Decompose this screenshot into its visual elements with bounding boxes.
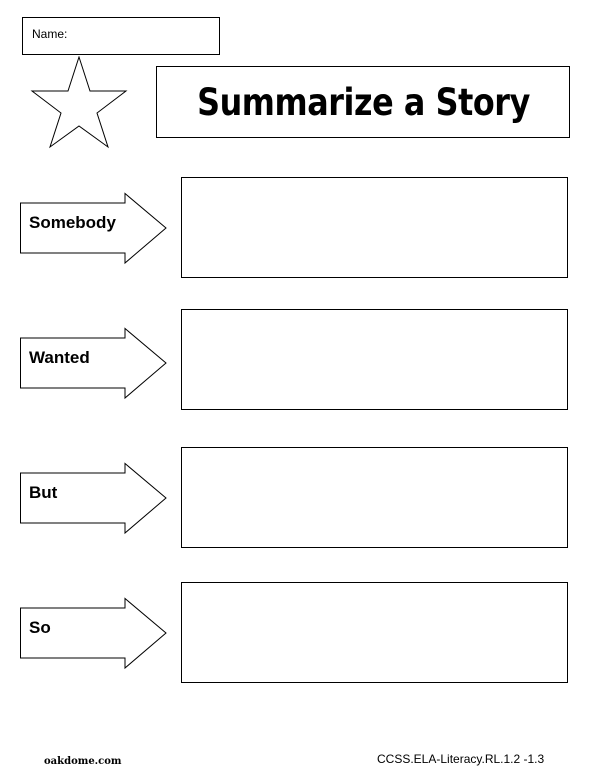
arrow-but: But: [20, 462, 167, 535]
answer-box-so[interactable]: [181, 582, 568, 683]
title-box: Summarize a Story: [156, 66, 570, 138]
star-icon: [30, 56, 128, 149]
label-somebody: Somebody: [29, 213, 116, 232]
answer-box-somebody[interactable]: [181, 177, 568, 278]
arrow-shape: [20, 192, 167, 265]
arrow-shape: [20, 462, 167, 535]
arrow-shape: [20, 597, 167, 670]
arrow-shape: [20, 327, 167, 400]
arrow-so: So: [20, 597, 167, 670]
label-wanted: Wanted: [29, 348, 90, 367]
answer-box-wanted[interactable]: [181, 309, 568, 410]
arrow-wanted: Wanted: [20, 327, 167, 400]
answer-box-but[interactable]: [181, 447, 568, 548]
label-so: So: [29, 618, 51, 637]
name-field[interactable]: Name:: [22, 17, 220, 55]
label-but: But: [29, 483, 58, 502]
page-title: Summarize a Story: [196, 80, 530, 124]
arrow-somebody: Somebody: [20, 192, 167, 265]
footer-website: oakdome.com: [44, 756, 122, 767]
name-label: Name:: [32, 27, 68, 41]
footer-standard: CCSS.ELA-Literacy.RL.1.2 -1.3: [377, 752, 545, 766]
